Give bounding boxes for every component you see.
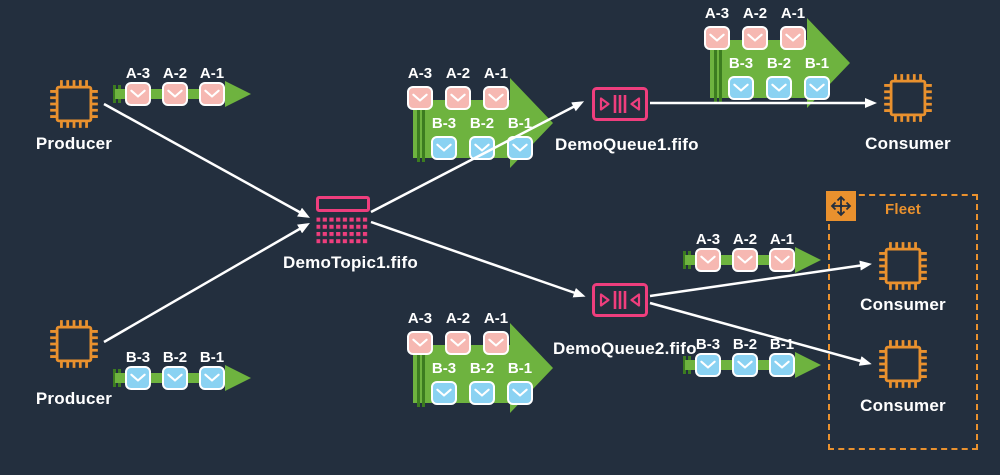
message-label: B-2 [469, 115, 495, 132]
message-label: B-2 [766, 55, 792, 72]
envelope-b-icon [728, 76, 754, 100]
envelope-a-icon [199, 82, 225, 106]
envelope-b-icon [695, 353, 721, 377]
fleet-consumer-top-label: Consumer [860, 295, 946, 314]
message-label: A-1 [769, 231, 795, 248]
message-label: B-2 [162, 349, 188, 366]
producer-bottom-label: Producer [35, 389, 113, 408]
fleet-consumer-bottom-label: Consumer [860, 396, 946, 415]
message-group-a-producer-top: A-3 A-2 A-1 [113, 66, 255, 112]
envelope-a-icon [695, 248, 721, 272]
message-label: A-2 [162, 65, 188, 82]
message-label: A-3 [125, 65, 151, 82]
message-label: A-1 [483, 65, 509, 82]
message-label: B-2 [469, 360, 495, 377]
message-label: B-2 [732, 336, 758, 353]
envelope-a-icon [769, 248, 795, 272]
envelope-a-icon [483, 86, 509, 110]
envelope-b-icon [431, 136, 457, 160]
producer-top-label: Producer [35, 134, 113, 153]
message-label: B-3 [431, 360, 457, 377]
envelope-a-icon [704, 26, 730, 50]
flow-arrowhead [225, 365, 251, 391]
message-label: A-3 [695, 231, 721, 248]
envelope-b-icon [162, 366, 188, 390]
message-label: B-1 [769, 336, 795, 353]
message-label: B-3 [431, 115, 457, 132]
envelope-b-icon [507, 381, 533, 405]
fleet-scale-out-icon [826, 191, 856, 221]
sqs-fifo-queue2-icon [592, 283, 648, 317]
message-label: A-2 [445, 310, 471, 327]
consumer-top-chip-icon [882, 72, 934, 124]
arrow-tail-icon [113, 85, 116, 103]
envelope-b-icon [507, 136, 533, 160]
envelope-a-icon [483, 331, 509, 355]
arrow-tail-icon [683, 356, 686, 374]
envelope-b-icon [769, 353, 795, 377]
envelope-b-icon [431, 381, 457, 405]
message-label: B-1 [507, 360, 533, 377]
producer-top-chip-icon [48, 78, 100, 130]
message-group-a-after-queue2: A-3 A-2 A-1 [683, 232, 825, 278]
envelope-a-icon [780, 26, 806, 50]
message-label: A-1 [483, 310, 509, 327]
queue2-label: DemoQueue2.fifo [553, 339, 697, 358]
envelope-a-icon [407, 86, 433, 110]
queue1-label: DemoQueue1.fifo [555, 135, 699, 154]
sqs-fifo-queue1-icon [592, 87, 648, 121]
message-label: B-1 [804, 55, 830, 72]
envelope-a-icon [407, 331, 433, 355]
envelope-b-icon [199, 366, 225, 390]
envelope-b-icon [125, 366, 151, 390]
fleet-consumer-top-chip-icon [877, 240, 929, 292]
message-label: B-3 [125, 349, 151, 366]
message-group-ab-before-queue2: A-3 A-2 A-1 B-3 B-2 B-1 [400, 311, 555, 413]
fleet-label: Fleet [884, 201, 921, 218]
consumer-top-label: Consumer [865, 134, 951, 153]
envelope-b-icon [469, 381, 495, 405]
envelope-b-icon [804, 76, 830, 100]
message-label: B-3 [728, 55, 754, 72]
envelope-a-icon [162, 82, 188, 106]
producer-bottom-chip-icon [48, 318, 100, 370]
fleet-consumer-bottom-chip-icon [877, 338, 929, 390]
message-group-b-producer-bottom: B-3 B-2 B-1 [113, 350, 255, 396]
flow-arrowhead [795, 247, 821, 273]
envelope-b-icon [732, 353, 758, 377]
message-label: A-3 [407, 310, 433, 327]
envelope-a-icon [125, 82, 151, 106]
envelope-a-icon [445, 86, 471, 110]
envelope-a-icon [742, 26, 768, 50]
message-label: A-2 [742, 5, 768, 22]
envelope-b-icon [469, 136, 495, 160]
flow-arrowhead [795, 352, 821, 378]
message-label: B-1 [199, 349, 225, 366]
message-group-ab-before-queue1: A-3 A-2 A-1 B-3 B-2 B-1 [400, 66, 555, 168]
arrow-tail-icon [683, 251, 686, 269]
message-label: B-1 [507, 115, 533, 132]
connector-producer-top-to-topic [103, 102, 311, 218]
message-label: B-3 [695, 336, 721, 353]
envelope-a-icon [732, 248, 758, 272]
message-group-ab-after-queue1: A-3 A-2 A-1 B-3 B-2 B-1 [697, 6, 852, 108]
flow-arrowhead [225, 81, 251, 107]
envelope-a-icon [445, 331, 471, 355]
arrow-tail-icon [113, 369, 116, 387]
message-label: A-1 [199, 65, 225, 82]
message-group-b-after-queue2: B-3 B-2 B-1 [683, 337, 825, 383]
message-label: A-1 [780, 5, 806, 22]
message-label: A-3 [407, 65, 433, 82]
connector-producer-bottom-to-topic [103, 222, 310, 344]
topic-label: DemoTopic1.fifo [283, 253, 418, 272]
message-label: A-2 [445, 65, 471, 82]
sns-fifo-topic-icon [316, 196, 370, 244]
message-label: A-3 [704, 5, 730, 22]
message-label: A-2 [732, 231, 758, 248]
envelope-b-icon [766, 76, 792, 100]
